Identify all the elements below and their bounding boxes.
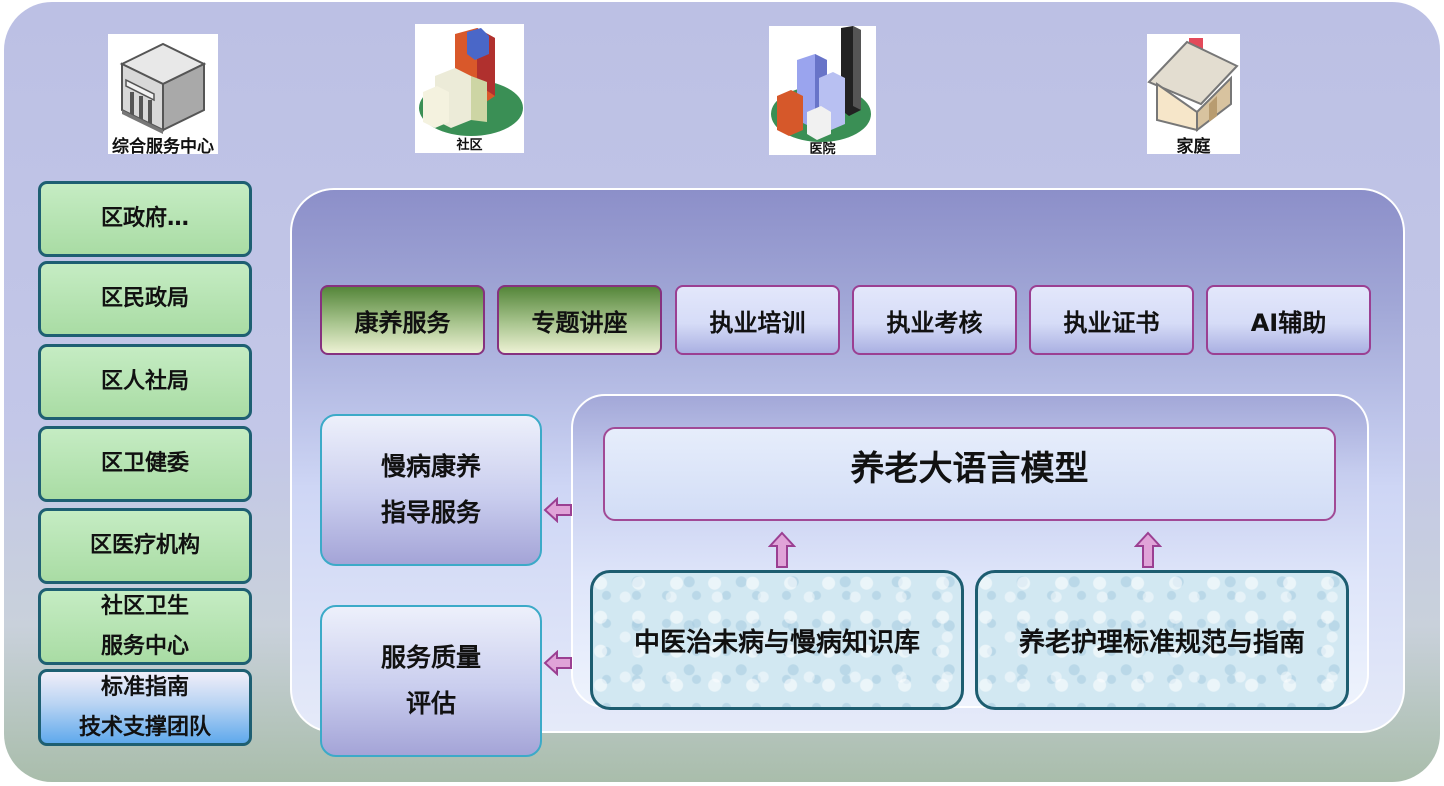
gov-body-label: 区民政局 [100, 286, 189, 311]
arrow-left-icon [543, 497, 572, 523]
gov-body-label: 社区卫生 服务中心 [100, 593, 189, 659]
gov-body-label: 区政府… [100, 206, 189, 231]
gov-body-civil-affairs: 区民政局 [38, 261, 252, 337]
community-buildings-icon [419, 28, 523, 136]
gov-body-human-resources: 区人社局 [38, 344, 252, 420]
service-chronic-care-guidance: 慢病康养 指导服务 [320, 414, 542, 566]
tab-practice-assessment: 执业考核 [852, 285, 1017, 355]
elderly-care-llm-box: 养老大语言模型 [603, 427, 1336, 521]
arrow-up-icon [768, 531, 796, 568]
knowledge-base-nursing-standards: 养老护理标准规范与指南 [975, 570, 1349, 710]
arrow-left-icon [543, 650, 572, 676]
knowledge-base-label: 中医治未病与慢病知识库 [633, 627, 920, 658]
place-label: 综合服务中心 [112, 137, 214, 157]
tab-label: 执业培训 [709, 308, 806, 337]
service-label: 服务质量 评估 [380, 643, 481, 718]
tab-practice-training: 执业培训 [675, 285, 840, 355]
gov-body-label: 区卫健委 [100, 451, 189, 476]
gov-body-label: 标准指南 技术支撑团队 [78, 674, 211, 740]
tab-label: 康养服务 [354, 308, 451, 337]
model-title: 养老大语言模型 [850, 449, 1089, 489]
house-icon [1147, 38, 1239, 133]
tab-practice-certificate: 执业证书 [1029, 285, 1194, 355]
arrow-up-icon [1134, 531, 1162, 568]
place-hospital: 医院 [769, 26, 876, 157]
gov-body-label: 区人社局 [100, 369, 189, 394]
gov-body-health-commission: 区卫健委 [38, 426, 252, 502]
place-home: 家庭 [1147, 34, 1240, 157]
gov-body-community-health-center: 社区卫生 服务中心 [38, 588, 252, 665]
tab-ai-assist: AI辅助 [1206, 285, 1371, 355]
gov-body-label: 区医疗机构 [89, 533, 200, 558]
place-label: 医院 [809, 142, 836, 157]
place-community: 社区 [415, 24, 524, 153]
tab-label: 专题讲座 [531, 308, 628, 337]
tab-label: 执业证书 [1063, 308, 1160, 337]
service-quality-evaluation: 服务质量 评估 [320, 605, 542, 757]
gov-body-district-government: 区政府… [38, 181, 252, 257]
gov-body-support-team: 标准指南 技术支撑团队 [38, 669, 252, 746]
tab-wellness-service: 康养服务 [320, 285, 485, 355]
service-label: 慢病康养 指导服务 [380, 452, 481, 527]
knowledge-base-label: 养老护理标准规范与指南 [1018, 627, 1305, 658]
tab-lecture: 专题讲座 [497, 285, 662, 355]
place-service-center: 综合服务中心 [108, 34, 218, 157]
tab-label: 执业考核 [886, 308, 983, 337]
gov-body-medical-institutions: 区医疗机构 [38, 508, 252, 584]
place-label: 社区 [456, 138, 483, 153]
knowledge-base-tcm: 中医治未病与慢病知识库 [590, 570, 964, 710]
government-building-icon [119, 42, 207, 134]
tab-label: AI辅助 [1250, 308, 1327, 337]
place-label: 家庭 [1176, 137, 1211, 157]
hospital-towers-icon [771, 26, 871, 142]
